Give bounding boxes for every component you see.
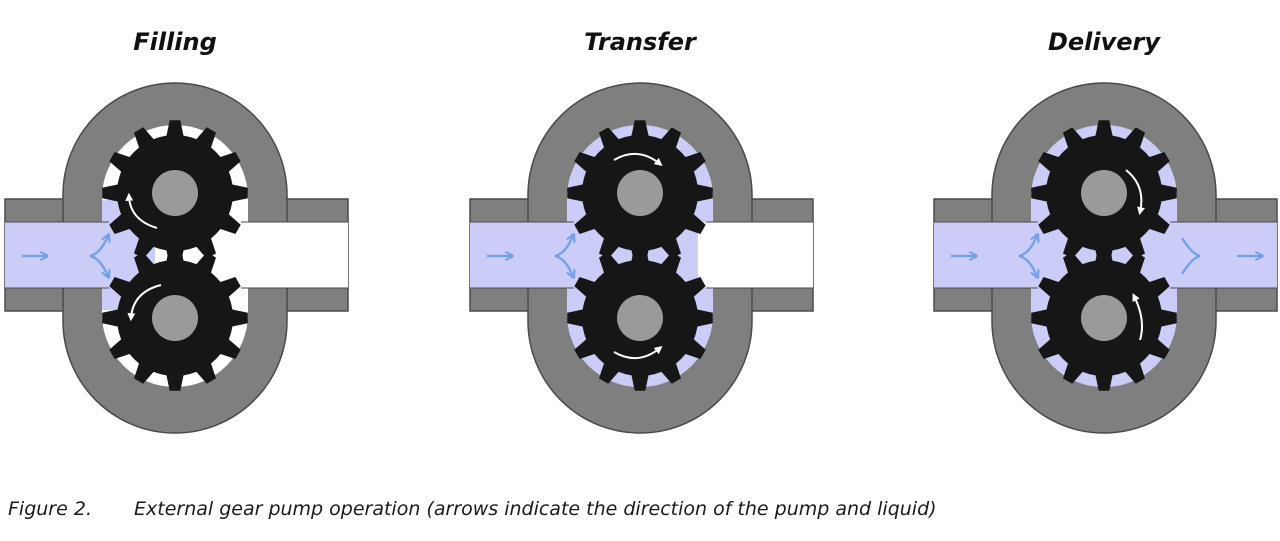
bottom-gear-hub bbox=[617, 295, 663, 341]
top-gear-hub bbox=[617, 170, 663, 216]
stage-title-transfer: Transfer bbox=[584, 28, 696, 56]
bottom-gear-hub bbox=[152, 295, 198, 341]
rotation-arrow-top bbox=[125, 192, 158, 229]
rotation-arrow-bottom bbox=[127, 284, 162, 322]
top-gear-hub bbox=[1081, 170, 1127, 216]
pump-stage-transfer bbox=[469, 82, 814, 434]
stage-title-delivery: Delivery bbox=[1047, 28, 1161, 56]
top-gear-hub bbox=[152, 170, 198, 216]
outlet-pipe bbox=[698, 222, 813, 288]
outlet-pipe bbox=[233, 222, 348, 288]
figure-caption: Figure 2. External gear pump operation (a… bbox=[8, 498, 937, 520]
pump-stage-delivery bbox=[933, 82, 1278, 434]
stage-title-filling: Filling bbox=[133, 28, 217, 56]
flow-arrow-split-down bbox=[89, 254, 108, 276]
rotation-arrow-bottom bbox=[613, 345, 663, 359]
rotation-arrow-bottom bbox=[1132, 293, 1143, 341]
rotation-arrow-top bbox=[1125, 169, 1145, 216]
flow-arrow-merge-down bbox=[1181, 254, 1201, 275]
bottom-gear-hub bbox=[1081, 295, 1127, 341]
figure-caption-text: External gear pump operation (arrows ind… bbox=[134, 498, 937, 520]
flow-arrow-split-down bbox=[554, 254, 573, 276]
pump-stage-filling bbox=[4, 82, 349, 434]
flow-arrow-split-down bbox=[1018, 254, 1037, 276]
rotation-arrow-top bbox=[613, 153, 663, 167]
figure-label: Figure 2. bbox=[8, 498, 92, 520]
